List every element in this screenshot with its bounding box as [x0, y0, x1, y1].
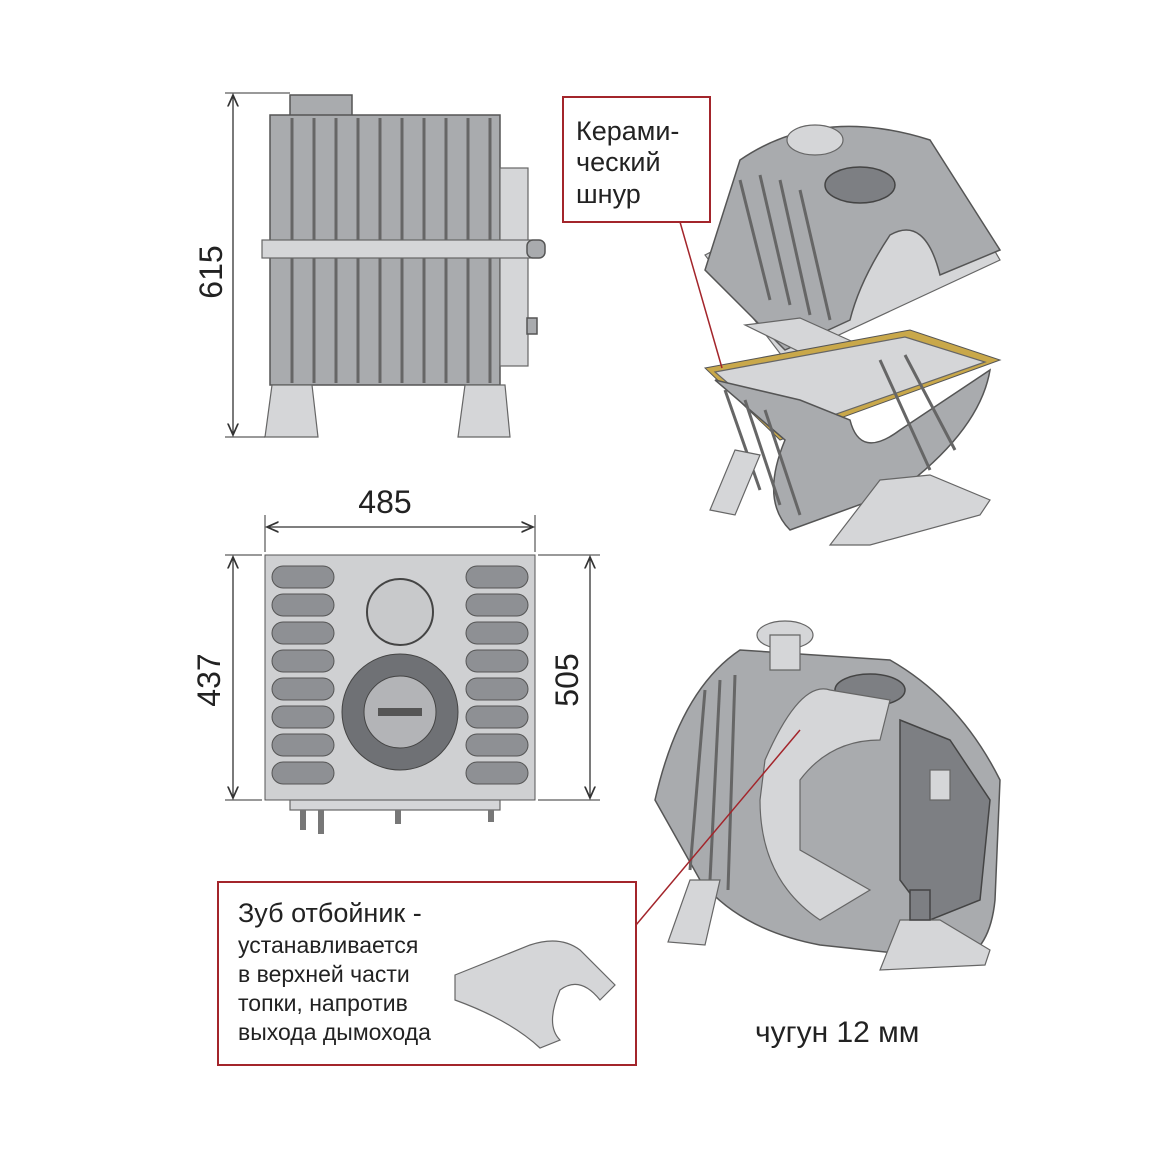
leg-left: [264, 384, 319, 438]
side-view: 615: [193, 92, 546, 438]
svg-text:выхода дымохода: выхода дымохода: [238, 1019, 431, 1045]
height-label: 615: [193, 245, 229, 298]
door-handle: [526, 239, 546, 259]
svg-text:топки, напротив: топки, напротив: [238, 990, 408, 1016]
chimney-pipe: [289, 94, 353, 118]
svg-text:Зуб отбойник -: Зуб отбойник -: [238, 898, 422, 928]
material-label: чугун 12 мм: [755, 1016, 919, 1049]
svg-text:в верхней части: в верхней части: [238, 961, 410, 987]
top-view: 485 437 505: [191, 484, 600, 834]
depth-left-label: 437: [191, 653, 227, 706]
leader-line: [679, 221, 723, 369]
svg-text:шнур: шнур: [576, 179, 641, 209]
width-label: 485: [358, 484, 411, 520]
exploded-view: [703, 124, 1002, 546]
depth-right-label: 505: [549, 653, 585, 706]
svg-text:устанавливается: устанавливается: [238, 932, 418, 958]
chimney-opening: [366, 578, 434, 646]
deflector-part: [454, 940, 616, 1049]
svg-text:Керами-: Керами-: [576, 116, 679, 146]
band: [261, 239, 533, 259]
callout-ceramic-cord: Керами- ческий шнур: [562, 96, 723, 369]
svg-text:ческий: ческий: [576, 147, 661, 177]
leg-right: [457, 384, 511, 438]
door-side: [499, 167, 529, 367]
cutaway-view: [654, 620, 1001, 971]
callout-deflector: Зуб отбойник - устанавливается в верхней…: [217, 729, 801, 1066]
leader-line: [635, 729, 801, 926]
